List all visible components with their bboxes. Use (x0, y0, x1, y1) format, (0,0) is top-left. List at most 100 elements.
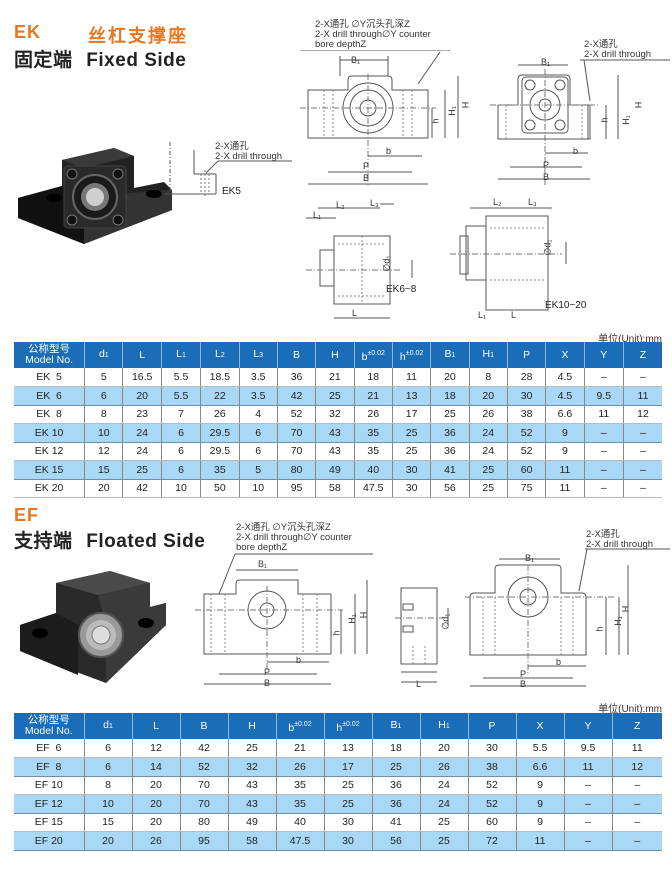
table-cell: 21 (315, 368, 355, 387)
table-cell: – (611, 831, 662, 851)
table-cell: 12 (622, 405, 662, 424)
table-cell: 80 (179, 813, 228, 832)
ek-dim-b: b (386, 146, 392, 156)
table-cell: 12 (611, 757, 662, 777)
table-cell: 26 (275, 757, 324, 777)
table-cell: 24 (122, 442, 162, 461)
table-cell: 22 (200, 386, 240, 406)
ef-header-h1: H1 (419, 713, 468, 739)
table-cell: 36 (430, 442, 470, 461)
ek-header-h-tol: h±0.02 (391, 342, 431, 368)
ek-header-l3: L3 (238, 342, 278, 368)
ek-header-model-en: Model No. (25, 354, 73, 366)
table-cell: 95 (179, 831, 228, 851)
ek-header-b-tol: b±0.02 (353, 342, 393, 368)
table-cell: 18 (371, 739, 420, 758)
ef-code-label: EF (14, 505, 40, 525)
ek-dim-b1: B₁ (351, 55, 361, 65)
table-cell: 40 (275, 813, 324, 832)
ek-header-h: H (315, 342, 355, 368)
ek-side-dim-d1: ∅d₁ (381, 255, 392, 272)
ef-header-model-en: Model No. (24, 725, 73, 737)
ek-side-dim-l: L (352, 308, 358, 318)
table-cell: 25 (468, 479, 508, 498)
table-cell: 30 (467, 739, 516, 758)
ek-dim-h-small: h (430, 118, 441, 124)
ek2-dim-h-small: h (599, 117, 610, 123)
table-cell: 6 (84, 386, 123, 406)
table-cell: 16.5 (122, 368, 162, 387)
ek2-dim-p: P (543, 160, 550, 170)
table-cell: 35 (353, 442, 393, 461)
ef-note-en-1: 2-X drill through∅Y counter (236, 532, 352, 543)
ek-side2-dim-d1: ∅d₁ (542, 239, 553, 256)
table-cell: EK 6 (14, 386, 85, 406)
table-cell: 9 (515, 776, 564, 795)
table-cell: 6.6 (545, 405, 585, 424)
ef-front-view2-drawing (465, 545, 672, 690)
table-cell: 4 (238, 405, 278, 424)
table-cell: 5.5 (515, 739, 564, 758)
ef-side-view-drawing (395, 580, 455, 690)
table-cell: 95 (276, 479, 316, 498)
table-cell: 7 (160, 405, 201, 424)
ek-header-model-cn: 公称型号 (28, 343, 71, 355)
table-cell: 4.5 (545, 368, 585, 387)
table-cell: 43 (315, 442, 355, 461)
table-cell: 25 (430, 405, 470, 424)
ef-header-model-cn: 公称型号 (27, 714, 70, 726)
table-cell: 42 (276, 386, 316, 406)
table-cell: – (583, 460, 624, 480)
table-cell: 8 (84, 405, 123, 424)
ek2-dim-h1: H₁ (620, 115, 631, 125)
table-cell: – (583, 368, 624, 387)
table-cell: 12 (84, 442, 123, 461)
ef-header-h-tol: h±0.02 (323, 713, 372, 739)
ek10-20-front-view-drawing (490, 55, 670, 195)
table-cell: EK 12 (14, 442, 85, 461)
ef-dim-p: P (264, 667, 271, 677)
table-cell: 80 (276, 460, 316, 480)
table-cell: 17 (323, 757, 372, 777)
table-cell: 47.5 (275, 831, 324, 851)
ef-header-p: P (467, 713, 516, 739)
table-cell: 9 (545, 423, 585, 443)
table-cell: 8 (83, 776, 132, 795)
table-cell: 38 (467, 757, 516, 777)
table-cell: 6 (83, 757, 132, 777)
table-cell: 24 (468, 442, 508, 461)
ek5-note-en: 2-X drill through (215, 151, 283, 162)
table-cell: 40 (353, 460, 393, 480)
ek-title: 固定端 Fixed Side (14, 45, 186, 72)
table-cell: 25 (323, 776, 372, 795)
table-cell: 43 (227, 794, 276, 814)
table-cell: 30 (506, 386, 546, 406)
ek2-dim-b-total: B (543, 172, 550, 182)
table-cell: 25 (468, 460, 508, 480)
table-cell: 20 (131, 813, 180, 832)
ef-side-dim-d1: ∅d₁ (440, 613, 451, 630)
ek-title-cn-orange: 丝杠支撑座 (88, 26, 188, 46)
table-cell: 6.6 (515, 757, 564, 777)
table-cell: 20 (468, 386, 508, 406)
ek2-dim-b1: B₁ (541, 57, 551, 67)
table-cell: 32 (227, 757, 276, 777)
ef-dim-h1: H₁ (346, 614, 357, 624)
table-cell: 50 (200, 479, 240, 498)
ek-header-x: X (545, 342, 585, 368)
table-cell: 24 (419, 794, 468, 814)
table-cell: 11 (515, 831, 564, 851)
table-cell: 42 (179, 739, 228, 758)
table-cell: 42 (122, 479, 162, 498)
table-cell: 36 (371, 776, 420, 795)
ek-side2-dim-l2: L₂ (493, 197, 502, 207)
ef2-dim-b1: B₁ (525, 553, 535, 563)
table-cell: EF 8 (14, 757, 84, 777)
